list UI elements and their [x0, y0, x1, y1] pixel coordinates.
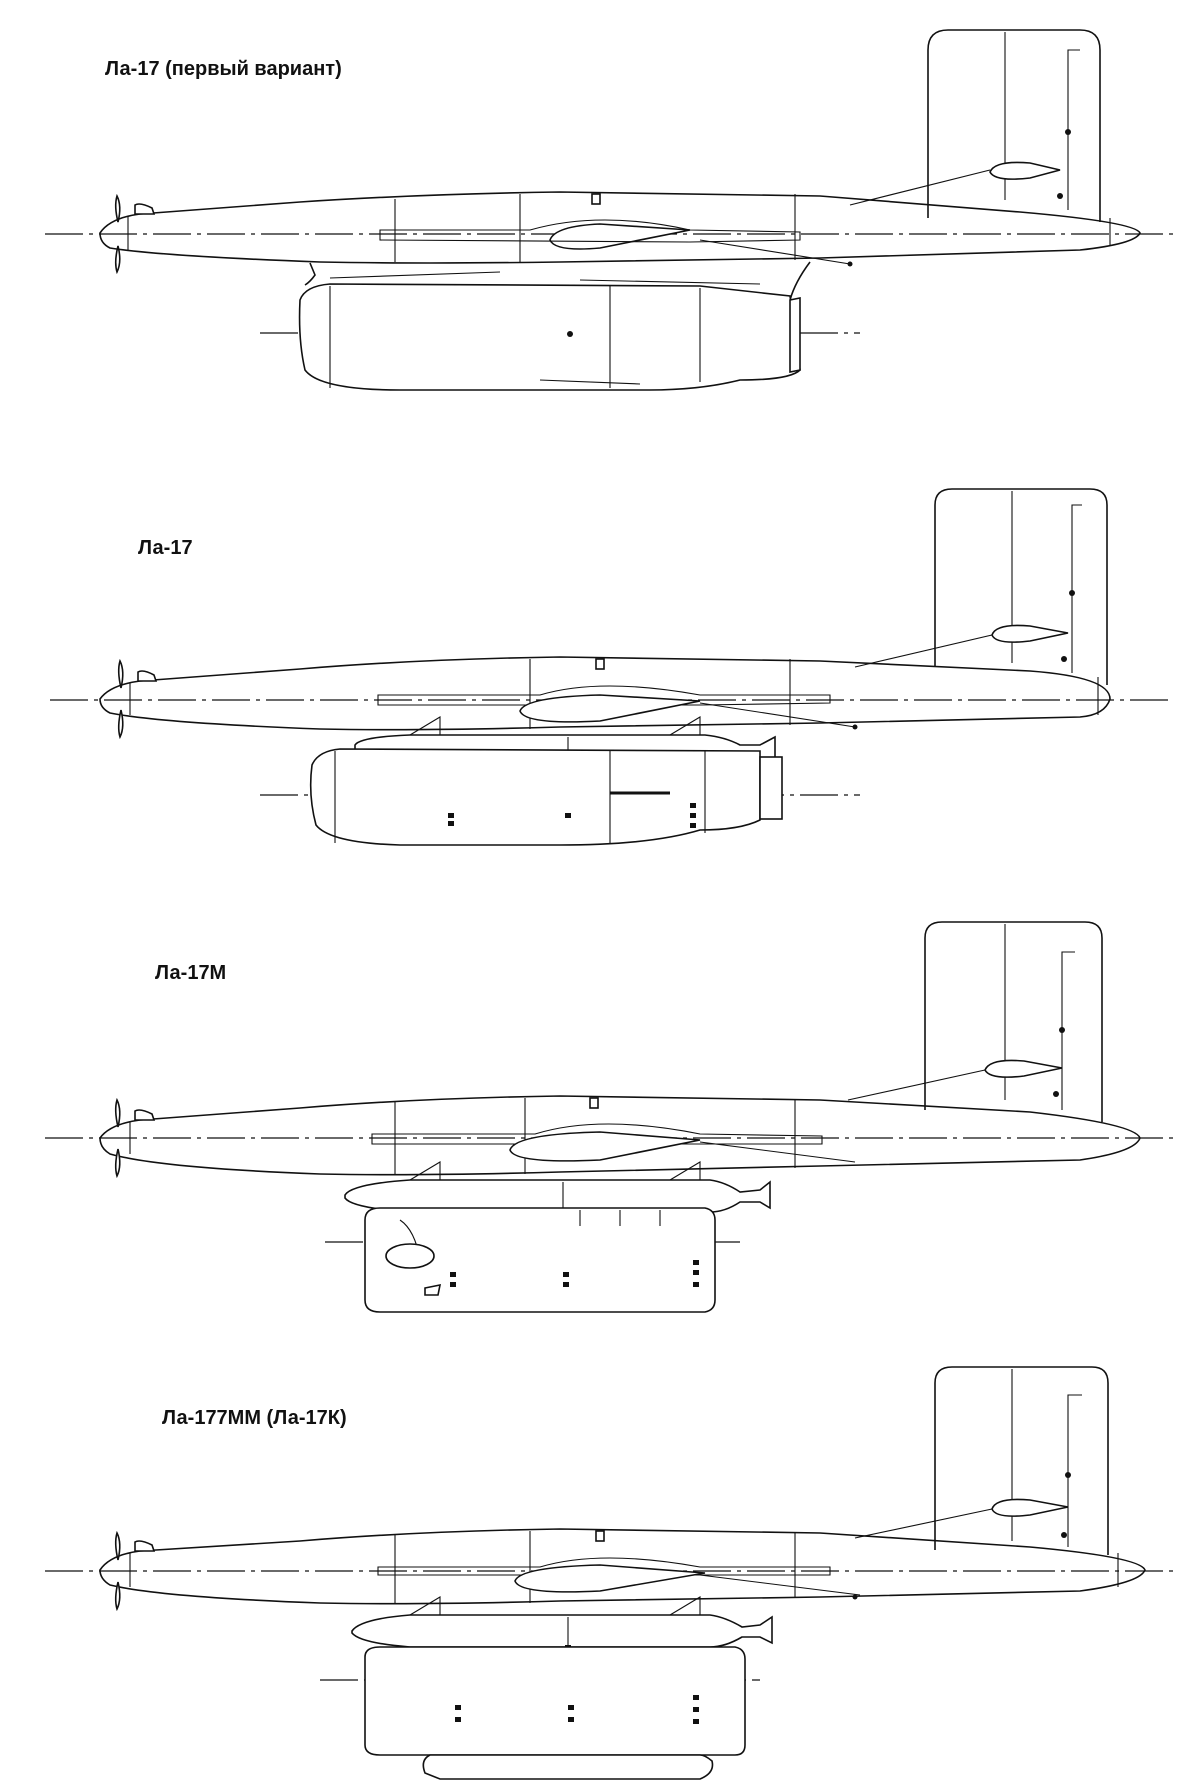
variant-label: Ла-177ММ (Ла-17К) [162, 1407, 347, 1429]
engine-nozzle [789, 297, 801, 373]
wing-profile [514, 1564, 706, 1593]
side-view-drawing [45, 921, 1175, 1313]
ventral-fairing [422, 1754, 714, 1780]
stabilizer-profile [989, 161, 1061, 180]
propeller-blade [114, 1097, 121, 1128]
propeller-blade [117, 658, 124, 689]
wing-profile [549, 223, 691, 250]
side-view-drawing [50, 488, 1170, 846]
vertical-tail [924, 921, 1103, 1122]
booster-rocket [351, 1614, 773, 1648]
wing-rail [377, 685, 831, 706]
fuselage [99, 191, 1141, 264]
variant-panel-2: Ла-17 [0, 445, 1200, 890]
fuselage [99, 1528, 1146, 1605]
fuselage [99, 1095, 1141, 1176]
engine-pylon [304, 262, 316, 286]
variant-panel-4: Ла-177ММ (Ла-17К) [0, 1335, 1200, 1780]
propeller-blade [114, 193, 121, 223]
fuselage [99, 656, 1111, 731]
variant-label: Ла-17М [155, 962, 227, 984]
variant-panel-3: Ла-17М [0, 890, 1200, 1335]
vertical-tail [934, 1366, 1109, 1555]
air-intake [385, 1243, 435, 1269]
wing-rail [379, 219, 801, 243]
variant-label: Ла-17 [138, 537, 193, 559]
booster-rocket [344, 1179, 771, 1213]
engine-nozzle [759, 756, 783, 820]
stabilizer-profile [991, 624, 1069, 643]
vertical-tail [934, 488, 1108, 685]
stabilizer-profile [991, 1498, 1069, 1517]
side-view-drawing [45, 1366, 1175, 1780]
wing-rail [371, 1123, 823, 1145]
variant-label: Ла-17 (первый вариант) [105, 58, 342, 80]
propeller-blade [114, 1530, 121, 1561]
engine-nacelle [309, 748, 761, 846]
engine-nacelle [364, 1646, 746, 1756]
wing-rail [377, 1557, 831, 1576]
variant-panel-1: Ла-17 (первый вариант) [0, 0, 1200, 445]
side-view-drawing [45, 29, 1175, 391]
vertical-tail [927, 29, 1101, 222]
engine-nacelle [298, 283, 801, 391]
stabilizer-profile [984, 1059, 1063, 1078]
wing-profile [509, 1131, 701, 1162]
wing-profile [519, 694, 701, 723]
